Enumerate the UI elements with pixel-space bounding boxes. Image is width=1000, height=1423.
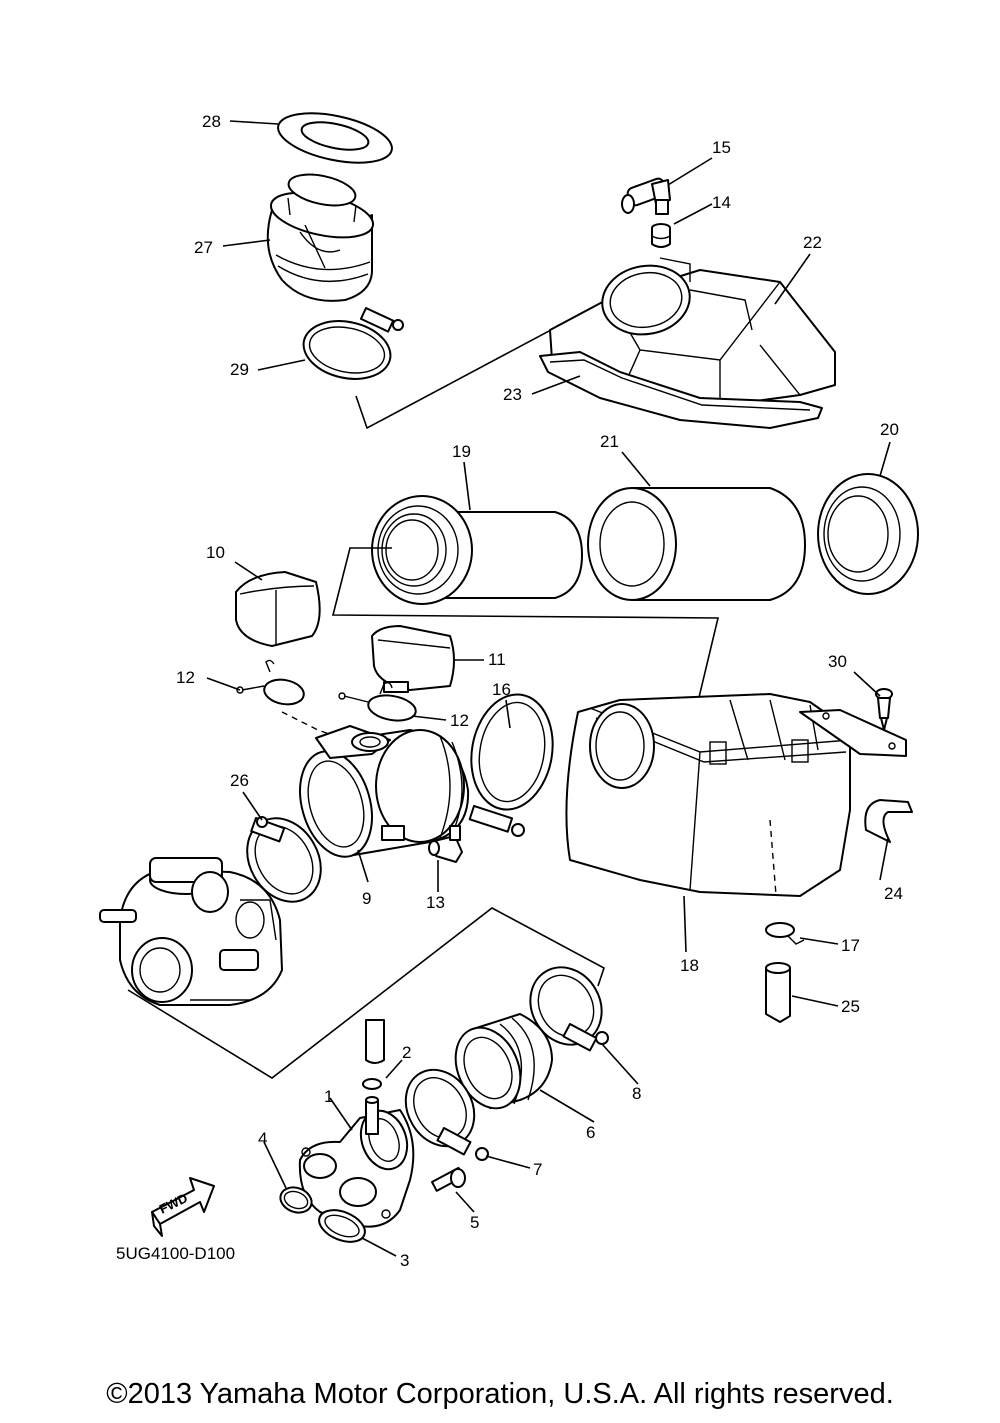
callout-4: 4 <box>258 1129 267 1148</box>
callout-23: 23 <box>503 385 522 404</box>
callout-16: 16 <box>492 680 511 699</box>
part-5-bolt <box>430 1166 466 1192</box>
callout-5: 5 <box>470 1213 479 1232</box>
callout-26: 26 <box>230 771 249 790</box>
fwd-arrow: FWD <box>151 1177 215 1237</box>
callout-9: 9 <box>362 889 371 908</box>
callout-3: 3 <box>400 1251 409 1270</box>
part-4-o-ring <box>279 1186 313 1214</box>
callout-numbers: 28 27 29 15 14 22 23 19 21 20 10 11 12 1… <box>176 112 903 1270</box>
part-23-seal <box>539 351 823 429</box>
callout-13: 13 <box>426 893 445 912</box>
callout-15: 15 <box>712 138 731 157</box>
part-16-hose-clamp <box>468 693 554 837</box>
group-line-cover <box>355 289 627 430</box>
part-15-elbow-joint <box>621 177 671 215</box>
group-line-filter <box>331 547 720 736</box>
part-21-foam-filter <box>587 487 806 601</box>
leader-lines <box>206 120 891 1257</box>
callout-24: 24 <box>884 884 903 903</box>
callout-30: 30 <box>828 652 847 671</box>
callout-7: 7 <box>533 1160 542 1179</box>
part-24-clip <box>864 799 913 843</box>
callout-22: 22 <box>803 233 822 252</box>
callout-6: 6 <box>586 1123 595 1142</box>
part-11-cap <box>371 625 455 693</box>
callout-11: 11 <box>488 650 506 669</box>
part-7-hose-clamp <box>404 1068 489 1161</box>
part-19-filter-element <box>371 495 583 605</box>
callout-14: 14 <box>712 193 731 212</box>
part-1-intake-manifold <box>298 1096 415 1228</box>
part-26-hose-clamp <box>246 816 322 903</box>
callout-19: 19 <box>452 442 471 461</box>
callout-8: 8 <box>632 1084 641 1103</box>
callout-29: 29 <box>230 360 249 379</box>
callout-12-a: 12 <box>176 668 195 687</box>
copyright-notice: ©2013 Yamaha Motor Corporation, U.S.A. A… <box>106 1378 894 1410</box>
callout-2: 2 <box>402 1043 411 1062</box>
callout-10: 10 <box>206 543 225 562</box>
part-10-cap <box>235 571 321 647</box>
part-30-bolt <box>875 688 893 731</box>
group-line-intake <box>127 907 605 1079</box>
part-8-hose-clamp <box>529 966 609 1052</box>
part-9-carb-joint <box>299 725 470 858</box>
part-25-hose <box>765 962 791 1023</box>
part-18-airbox <box>565 693 907 897</box>
callout-21: 21 <box>600 432 619 451</box>
part-27-air-duct <box>266 173 375 302</box>
part-29-hose-clamp <box>302 307 404 380</box>
callout-27: 27 <box>194 238 213 257</box>
part-13-elbow <box>428 825 463 863</box>
part-14-grommet <box>651 223 671 248</box>
part-12-clip-a <box>236 659 305 706</box>
part-6-rubber-joint <box>454 1013 553 1110</box>
part-20-ring <box>817 473 919 595</box>
callout-18: 18 <box>680 956 699 975</box>
part-17-clip <box>765 922 805 945</box>
part-3-gasket <box>318 1209 366 1243</box>
carburetor <box>99 857 283 1006</box>
callout-17: 17 <box>841 936 860 955</box>
part-2-clip <box>362 1019 385 1090</box>
part-28-gasket <box>277 112 393 164</box>
callout-28: 28 <box>202 112 221 131</box>
diagram-code: 5UG4100-D100 <box>116 1244 236 1263</box>
callout-25: 25 <box>841 997 860 1016</box>
callout-20: 20 <box>880 420 899 439</box>
callout-12-b: 12 <box>450 711 469 730</box>
callout-1: 1 <box>324 1087 333 1106</box>
part-12-clip-b <box>338 681 417 722</box>
dash-line-12 <box>281 711 353 743</box>
